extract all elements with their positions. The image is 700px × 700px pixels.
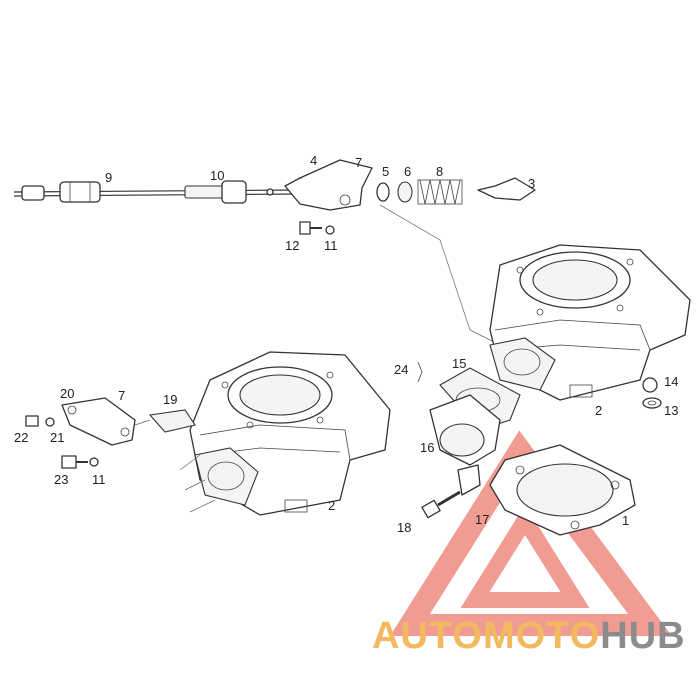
callout-18: 18 [397, 520, 411, 535]
callout-13: 13 [664, 403, 678, 418]
watermark-text: AUTOMOTOHUB [372, 615, 686, 657]
cylinder-upper [489, 244, 691, 401]
callout-12: 12 [285, 238, 299, 253]
callout-8: 8 [436, 164, 443, 179]
watermark-logo [390, 430, 672, 636]
cylinder-lower [179, 351, 391, 516]
callout-2b: 2 [328, 498, 335, 513]
callout-19: 19 [163, 392, 177, 407]
callout-14: 14 [664, 374, 678, 389]
callout-11b: 11 [92, 472, 106, 487]
callout-3: 3 [528, 176, 535, 191]
callout-22: 22 [14, 430, 28, 445]
callout-11a: 11 [324, 238, 338, 253]
callout-17: 17 [475, 512, 489, 527]
cable-assembly [13, 159, 536, 346]
callout-5: 5 [382, 164, 389, 179]
watermark-brand-a: AUTOMOTO [372, 615, 600, 657]
callout-4: 4 [310, 153, 317, 168]
manifold-group [417, 361, 521, 519]
callout-23: 23 [54, 472, 68, 487]
callout-20: 20 [60, 386, 74, 401]
callout-1: 1 [622, 513, 629, 528]
watermark-brand-b: HUB [600, 615, 685, 657]
base-gasket [489, 444, 636, 536]
callout-10: 10 [210, 168, 224, 183]
spring-part [417, 179, 463, 205]
callout-7a: 7 [355, 155, 362, 170]
valve-cover-group [25, 397, 196, 469]
callout-2a: 2 [595, 403, 602, 418]
callout-9: 9 [105, 170, 112, 185]
nut-and-washer [642, 377, 662, 409]
bolt-part [421, 490, 461, 519]
callout-21: 21 [50, 430, 64, 445]
callout-7b: 7 [118, 388, 125, 403]
svg-text:AUTOMOTOHUB: AUTOMOTOHUB [372, 615, 686, 657]
callout-15: 15 [452, 356, 466, 371]
callout-24: 24 [394, 362, 408, 377]
callout-16: 16 [420, 440, 434, 455]
callout-labels: 1 2 2 3 4 5 6 7 7 8 9 10 11 11 12 13 14 … [14, 153, 678, 535]
callout-6: 6 [404, 164, 411, 179]
